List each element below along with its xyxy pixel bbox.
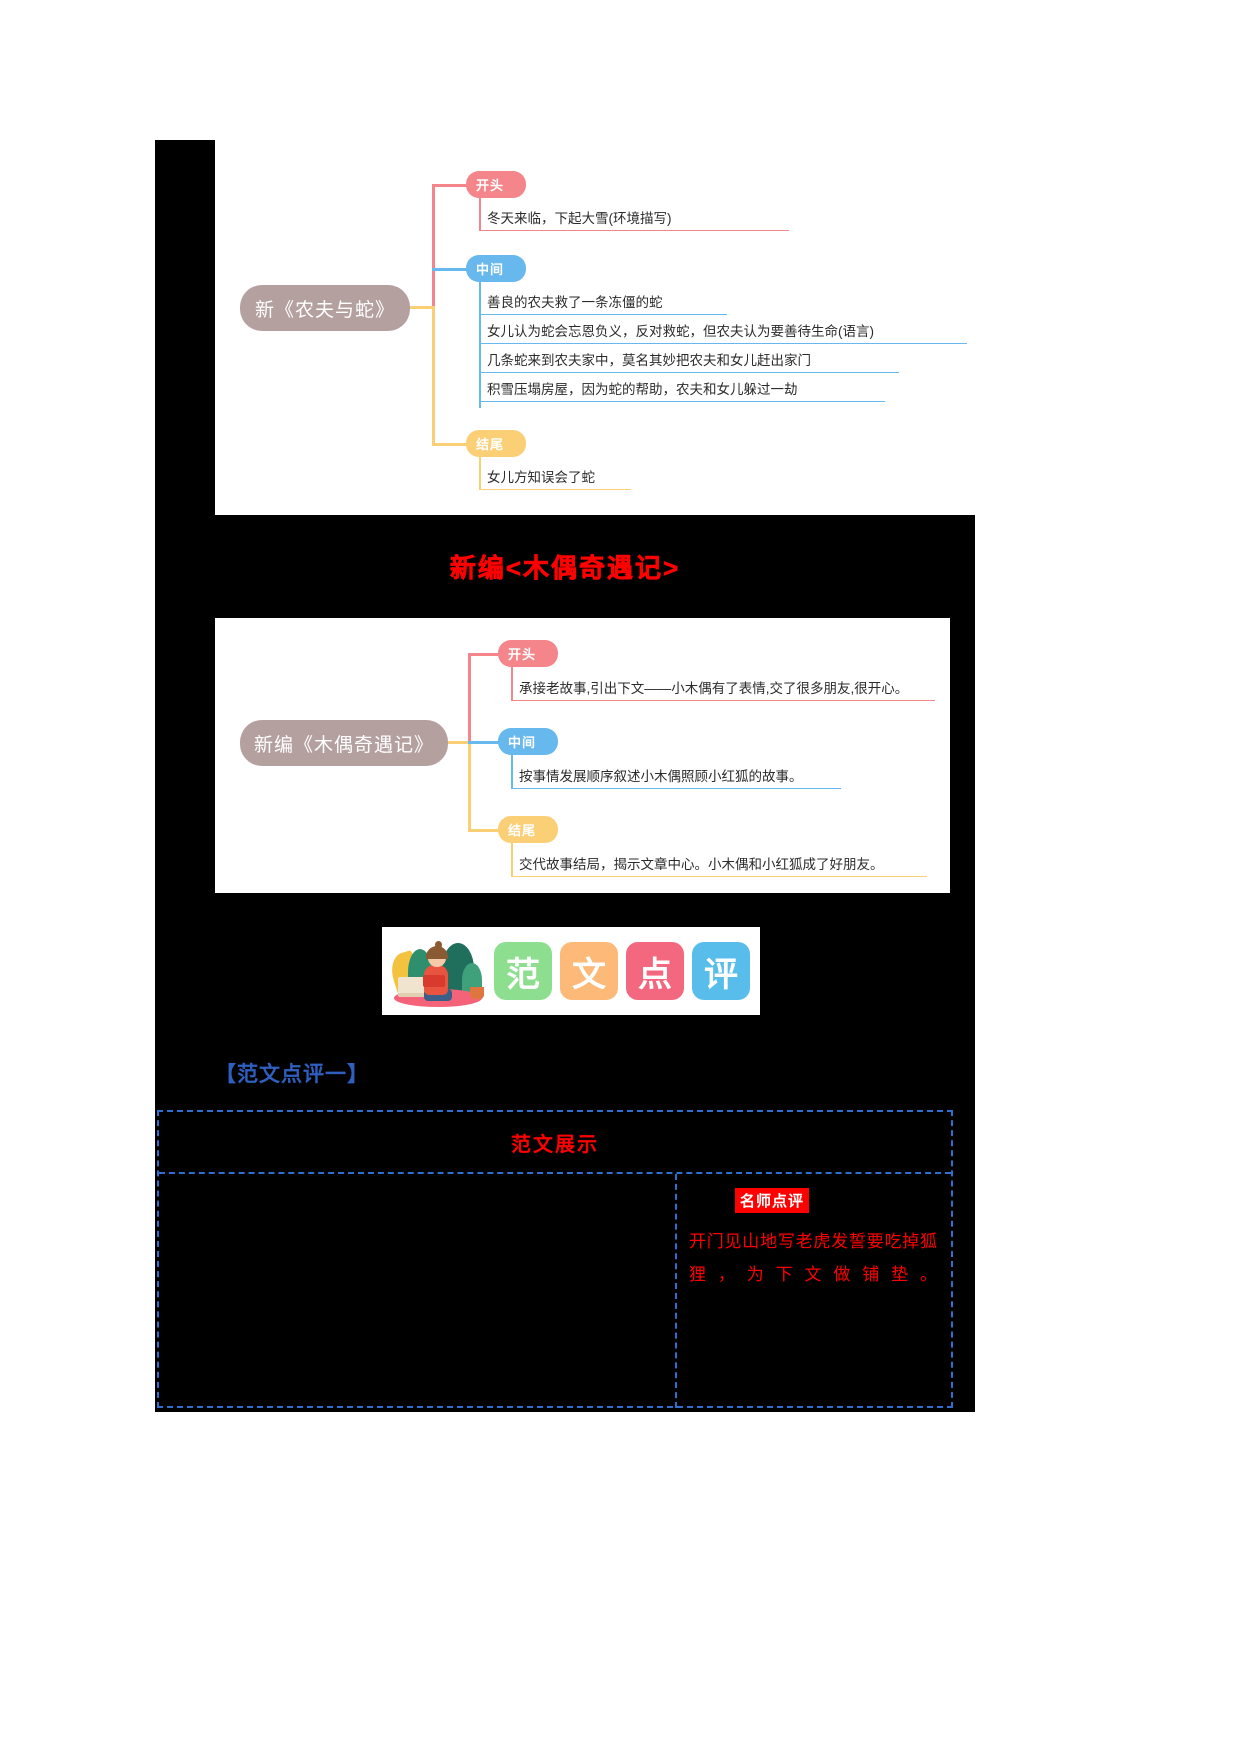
mindmap1-zhongjian-item-2: 几条蛇来到农夫家中，莫名其妙把农夫和女儿赶出家门 — [479, 352, 899, 373]
banner-tile-ping-char: 评 — [704, 955, 738, 994]
mindmap1-zhongjian-item-1-text: 女儿认为蛇会忘恩负义，反对救蛇，但农夫认为要善待生命(语言) — [487, 324, 874, 339]
teacher-comment-badge: 名师点评 — [735, 1188, 810, 1213]
fanwen-table-body-row: 名师点评 开门见山地写老虎发誓要吃掉狐狸，为下文做铺垫。 — [159, 1174, 951, 1408]
mindmap2-branch1-connector — [468, 653, 500, 656]
mindmap1-spine-upper — [432, 184, 435, 308]
mindmap1-branch-kaitou-label: 开头 — [476, 178, 505, 193]
banner-tile-fan: 范 — [494, 942, 552, 1000]
mindmap2-branch-zhongjian-pill[interactable]: 中间 — [498, 728, 558, 755]
mindmap1-jiewei-item-0-text: 女儿方知误会了蛇 — [487, 470, 595, 485]
mindmap1-branch-kaitou-pill[interactable]: 开头 — [466, 171, 526, 198]
illustration-book-stack — [398, 977, 426, 997]
mindmap2-branch-zhongjian-label: 中间 — [508, 735, 537, 750]
banner-tile-dian-char: 点 — [638, 955, 672, 994]
mindmap1-jiewei-item-0: 女儿方知误会了蛇 — [479, 469, 631, 490]
mindmap2-zhongjian-item-0: 按事情发展顺序叙述小木偶照顾小红狐的故事。 — [511, 768, 841, 789]
mindmap1-branch-zhongjian-label: 中间 — [476, 262, 505, 277]
mindmap1-zhongjian-item-3: 积雪压塌房屋，因为蛇的帮助，农夫和女儿躲过一劫 — [479, 381, 885, 402]
mindmap1-kaitou-item-0-text: 冬天来临，下起大雪(环境描写) — [487, 211, 672, 226]
girl-reading-illustration-icon — [386, 933, 486, 1009]
mindmap1-kaitou-item-0: 冬天来临，下起大雪(环境描写) — [479, 210, 789, 231]
mindmap2-branch-kaitou-label: 开头 — [508, 647, 537, 662]
mindmap2-branch-jiewei-label: 结尾 — [508, 823, 537, 838]
mindmap1-branch3-drop — [479, 457, 481, 489]
mindmap1-zhongjian-item-1: 女儿认为蛇会忘恩负义，反对救蛇，但农夫认为要善待生命(语言) — [479, 323, 967, 344]
mindmap1-root-node[interactable]: 新《农夫与蛇》 — [240, 285, 410, 331]
banner-tile-fan-char: 范 — [506, 955, 540, 994]
mindmap2-root-label: 新编《木偶奇遇记》 — [253, 734, 434, 756]
mindmap2-kaitou-item-0-text: 承接老故事,引出下文——小木偶有了表情,交了很多朋友,很开心。 — [519, 681, 909, 696]
illustration-flower-pot — [470, 987, 484, 999]
illustration-hair — [426, 946, 448, 959]
mindmap-nongfu-yu-she: 新《农夫与蛇》 开头 冬天来临，下起大雪(环境描写) 中间 善良的农夫救了一条冻… — [215, 140, 975, 515]
mindmap1-zhongjian-item-0-text: 善良的农夫救了一条冻僵的蛇 — [487, 295, 663, 310]
mindmap2-spine-lower — [468, 741, 471, 831]
banner-tile-ping: 评 — [692, 942, 750, 1000]
mindmap1-branch1-drop — [479, 198, 481, 230]
mindmap2-jiewei-item-0-text: 交代故事结局，揭示文章中心。小木偶和小红狐成了好朋友。 — [519, 857, 884, 872]
mindmap2-branch-kaitou-pill[interactable]: 开头 — [498, 640, 558, 667]
mindmap1-root-stem — [410, 306, 434, 309]
mindmap1-branch2-connector — [432, 268, 468, 271]
banner-tile-wen-char: 文 — [572, 955, 606, 994]
mindmap1-branch3-connector — [432, 443, 468, 446]
fanwen-diangping-banner: 范 文 点 评 — [382, 927, 760, 1015]
mindmap2-jiewei-item-0: 交代故事结局，揭示文章中心。小木偶和小红狐成了好朋友。 — [511, 856, 927, 877]
mindmap2-root-stem — [448, 741, 470, 744]
illustration-hair-bun — [435, 941, 442, 949]
mindmap1-branch-jiewei-label: 结尾 — [476, 437, 505, 452]
mindmap1-branch1-connector — [432, 184, 468, 187]
mindmap2-spine-upper — [468, 653, 471, 743]
mindmap2-kaitou-item-0: 承接老故事,引出下文——小木偶有了表情,交了很多朋友,很开心。 — [511, 680, 935, 701]
fanwen-table-cell-comment: 名师点评 开门见山地写老虎发誓要吃掉狐狸，为下文做铺垫。 — [677, 1174, 951, 1408]
illustration-open-book — [423, 975, 445, 987]
mindmap2-branch3-connector — [468, 829, 500, 832]
section-heading-fanwen-diangping-yi: 【范文点评一】 — [215, 1063, 369, 1086]
banner-tile-wen: 文 — [560, 942, 618, 1000]
mindmap1-zhongjian-item-3-text: 积雪压塌房屋，因为蛇的帮助，农夫和女儿躲过一劫 — [487, 382, 798, 397]
teacher-comment-text: 开门见山地写老虎发誓要吃掉狐狸，为下文做铺垫。 — [689, 1232, 937, 1284]
mindmap1-branch-jiewei-pill[interactable]: 结尾 — [466, 430, 526, 457]
mindmap2-branch1-drop — [511, 667, 513, 701]
mindmap1-branch2-drop — [479, 282, 481, 408]
mindmap1-branch-zhongjian-pill[interactable]: 中间 — [466, 255, 526, 282]
mindmap2-root-node[interactable]: 新编《木偶奇遇记》 — [240, 720, 448, 766]
fanwen-table-cell-essay — [159, 1174, 677, 1408]
banner-tile-dian: 点 — [626, 942, 684, 1000]
fanwen-table-header-row: 范文展示 — [159, 1112, 951, 1174]
mindmap2-branch-jiewei-pill[interactable]: 结尾 — [498, 816, 558, 843]
mindmap2-branch2-connector — [468, 741, 500, 744]
mindmap1-root-label: 新《农夫与蛇》 — [254, 299, 395, 321]
mindmap-mu-ou-qi-yu-ji: 新编《木偶奇遇记》 开头 承接老故事,引出下文——小木偶有了表情,交了很多朋友,… — [215, 618, 950, 893]
section-title-mu-ou: 新编<木偶奇遇记> — [449, 553, 681, 584]
mindmap1-spine-lower — [432, 306, 435, 446]
fanwen-table-header-label: 范文展示 — [511, 1133, 599, 1156]
mindmap1-zhongjian-item-0: 善良的农夫救了一条冻僵的蛇 — [479, 294, 727, 315]
mindmap2-zhongjian-item-0-text: 按事情发展顺序叙述小木偶照顾小红狐的故事。 — [519, 769, 803, 784]
mindmap2-branch3-drop — [511, 843, 513, 877]
fanwen-table: 范文展示 名师点评 开门见山地写老虎发誓要吃掉狐狸，为下文做铺垫。 — [157, 1110, 953, 1408]
mindmap1-zhongjian-item-2-text: 几条蛇来到农夫家中，莫名其妙把农夫和女儿赶出家门 — [487, 353, 811, 368]
mindmap2-branch2-drop — [511, 755, 513, 789]
